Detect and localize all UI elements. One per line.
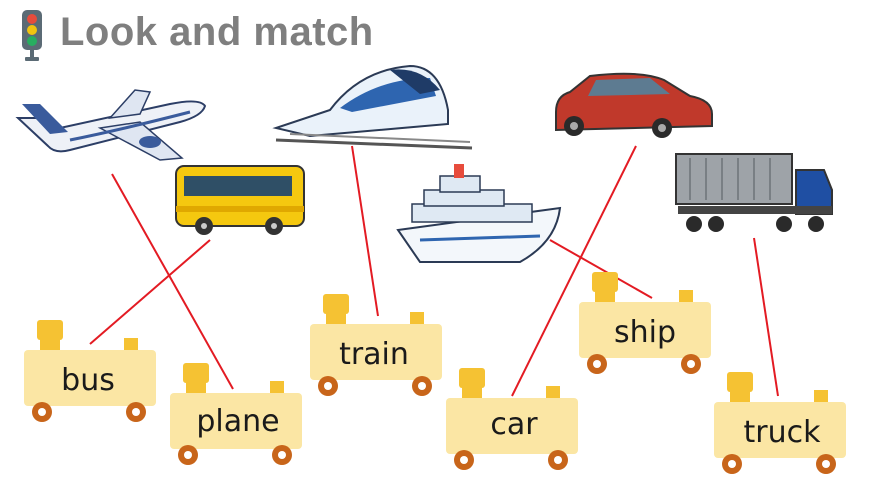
train-picture[interactable] bbox=[272, 64, 473, 150]
word-cart-train[interactable]: train bbox=[310, 294, 442, 396]
word-train: train bbox=[339, 337, 409, 372]
word-cart-car[interactable]: car bbox=[446, 368, 578, 470]
match-line-car bbox=[511, 145, 637, 397]
word-plane: plane bbox=[196, 404, 279, 439]
page-title: Look and match bbox=[60, 10, 374, 54]
word-ship: ship bbox=[614, 315, 676, 350]
match-line-ship bbox=[549, 239, 653, 299]
word-cart-plane[interactable]: plane bbox=[170, 363, 302, 465]
car-picture[interactable] bbox=[555, 72, 713, 138]
word-truck: truck bbox=[744, 415, 822, 450]
traffic-light-icon bbox=[22, 10, 42, 61]
word-cart-bus[interactable]: bus bbox=[24, 320, 156, 422]
word-car: car bbox=[490, 407, 538, 442]
match-line-train bbox=[351, 145, 379, 317]
match-line-plane bbox=[111, 173, 234, 390]
match-line-bus bbox=[89, 239, 211, 345]
word-cart-truck[interactable]: truck bbox=[714, 372, 846, 474]
bus-picture[interactable] bbox=[175, 165, 305, 235]
word-bus: bus bbox=[61, 363, 115, 398]
plane-picture[interactable] bbox=[15, 89, 207, 161]
ship-picture[interactable] bbox=[396, 164, 562, 263]
match-line-truck bbox=[753, 237, 779, 397]
word-cart-ship[interactable]: ship bbox=[579, 272, 711, 374]
truck-picture[interactable] bbox=[675, 153, 833, 232]
